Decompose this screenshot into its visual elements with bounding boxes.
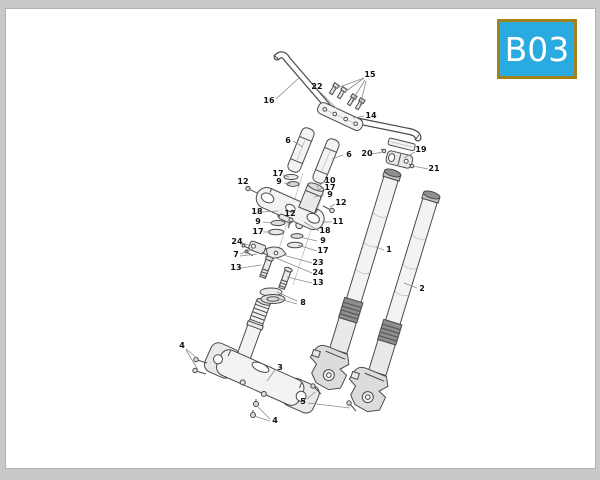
lower-clamp-pinch-bolts bbox=[192, 356, 208, 375]
clamp-bolt-12-right bbox=[322, 205, 335, 214]
lower-clamp-bottom-bolts bbox=[250, 399, 259, 418]
cable-guide-plate bbox=[387, 137, 416, 152]
lower-triple-clamp bbox=[203, 342, 320, 414]
bracket-screw-20 bbox=[380, 148, 387, 154]
lock-bracket-cluster bbox=[241, 240, 287, 259]
steering-bearing-set bbox=[259, 287, 286, 304]
handlebar-riser-left bbox=[287, 127, 315, 173]
handlebar-top-clamp bbox=[317, 102, 364, 131]
leader-lines bbox=[185, 76, 429, 422]
handlebar-holder-bracket bbox=[385, 150, 414, 169]
axle-bracket-bolts bbox=[310, 383, 357, 412]
steering-stem-nut bbox=[298, 182, 325, 215]
stem-bolt-13-left bbox=[259, 255, 274, 280]
stem-bolt-13-right bbox=[278, 266, 293, 291]
handlebar-riser-right bbox=[312, 138, 340, 184]
page-code-label: B03 bbox=[504, 29, 570, 69]
steering-stem bbox=[235, 298, 271, 364]
handlebar bbox=[273, 51, 422, 142]
explode-axis-line bbox=[292, 189, 325, 286]
page-code-badge: B03 bbox=[497, 19, 577, 79]
